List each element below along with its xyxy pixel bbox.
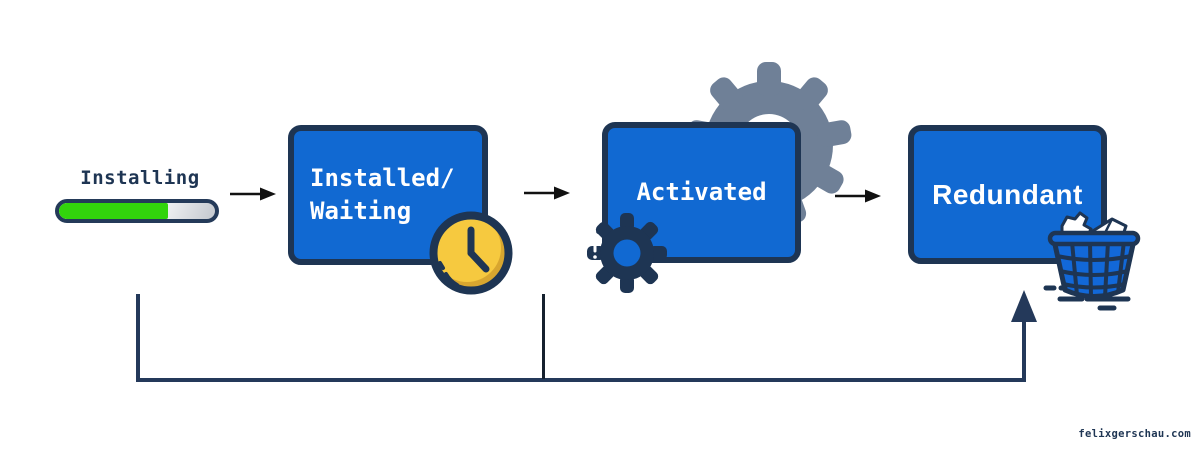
return-path-bottom-line: [136, 378, 1026, 382]
watermark: felixgerschau.com: [1078, 428, 1191, 440]
stage-label-line1: Installed/: [310, 164, 455, 192]
return-path-mid-line: [542, 294, 545, 379]
progress-bar: [55, 199, 219, 223]
stage-label: Activated: [636, 178, 767, 206]
gear-small-icon: [587, 213, 667, 293]
arrow-right-icon: [835, 189, 881, 203]
installing-label: Installing: [80, 167, 200, 189]
progress-fill: [59, 203, 169, 219]
stage-label: Installed/ Waiting: [294, 162, 455, 228]
return-path-right-line: [1022, 320, 1026, 378]
arrow-right-icon: [230, 187, 276, 201]
trash-icon: [1043, 211, 1141, 311]
stage-label: Redundant: [932, 178, 1083, 210]
arrow-right-icon: [524, 186, 570, 200]
stage-label-line2: Waiting: [310, 197, 412, 225]
return-path-left-line: [136, 294, 140, 382]
stage-box-installed-waiting: Installed/ Waiting: [288, 125, 488, 265]
clock-icon: [429, 211, 513, 295]
up-arrowhead-icon: [1011, 290, 1037, 322]
